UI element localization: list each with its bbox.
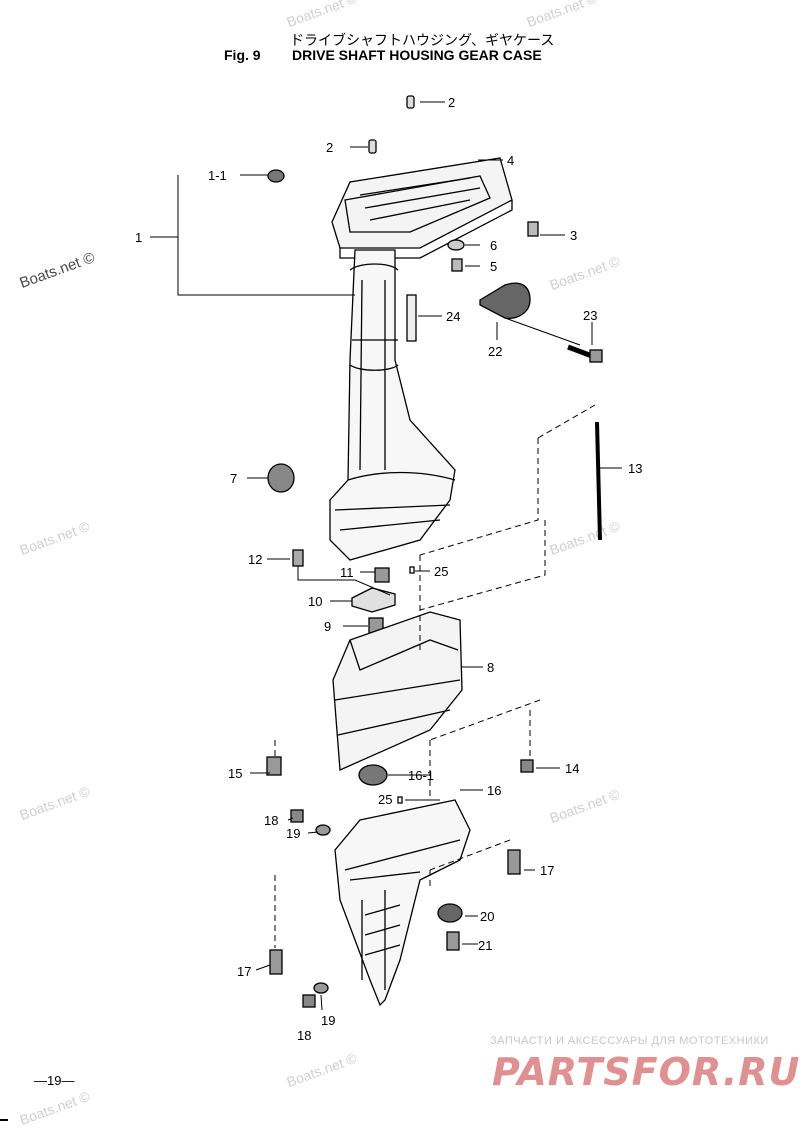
callout-label: 7 [230,471,237,486]
cover-plate [331,157,513,259]
japanese-title: ドライブシャフトハウジング、ギヤケース [290,33,555,49]
gear-case-cover [332,611,463,771]
callout-label: 20 [480,909,494,924]
callout-label: 3 [570,228,577,243]
callout-label: 13 [628,461,642,476]
callout-label: 25 [434,564,448,579]
callout-label: 16 [487,783,501,798]
lower-gear-case [334,799,471,1007]
callout-label: 17 [540,863,554,878]
figure-label: Fig. 9 [224,47,261,63]
callout-label: 17 [237,964,251,979]
brand-tagline: ЗАПЧАСТИ И АКСЕССУАРЫ ДЛЯ МОТОТЕХНИКИ [490,1035,769,1047]
callout-label: 23 [583,308,597,323]
page-number: —19— [34,1073,75,1088]
callout-label: 12 [248,552,262,567]
callout-label: 2 [326,140,333,155]
callout-label: 8 [487,660,494,675]
callout-label: 11 [340,565,354,580]
callout-label: 19 [286,826,300,841]
callout-label: 15 [228,766,242,781]
callout-label: 14 [565,761,579,776]
callout-label: 18 [297,1028,311,1043]
callout-label: 1-1 [208,168,227,183]
callout-label: 19 [321,1013,335,1028]
callout-label: 18 [264,813,278,828]
callout-label: 16-1 [408,768,434,783]
callout-label: 2 [448,95,455,110]
diagram-title: DRIVE SHAFT HOUSING GEAR CASE [292,47,542,63]
callout-label: 5 [490,259,497,274]
callout-label: 9 [324,619,331,634]
callout-label: 10 [308,594,322,609]
callout-label: 21 [478,938,492,953]
callout-label: 6 [490,238,497,253]
callout-label: 4 [507,153,514,168]
drive-shaft-housing [329,249,456,561]
callout-label: 25 [378,792,392,807]
callout-label: 24 [446,309,460,324]
brand-logo: PARTSFOR.RU [492,1050,800,1094]
callout-label: 1 [135,230,142,245]
callout-label: 22 [488,344,502,359]
